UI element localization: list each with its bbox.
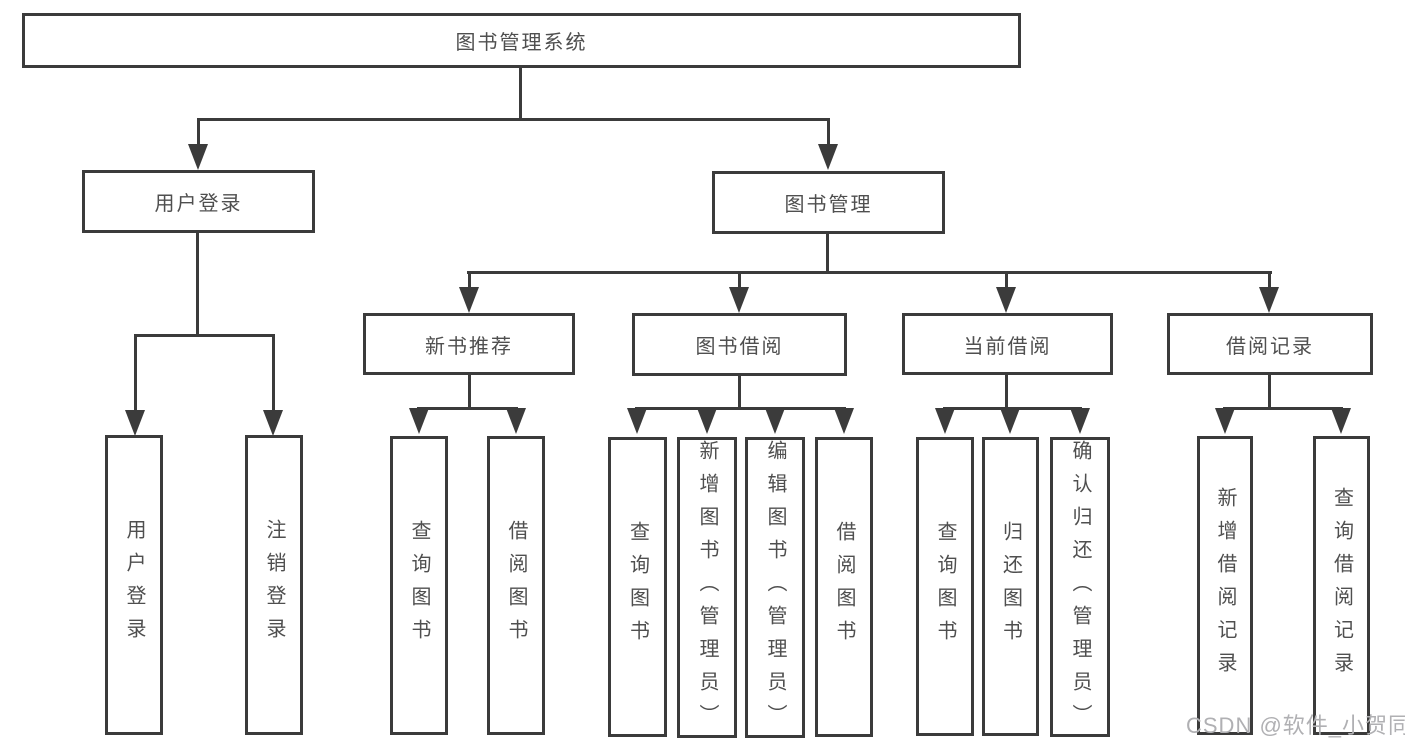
- edge-level1-split: [197, 118, 830, 121]
- arrowhead-bb-edit: [765, 408, 785, 434]
- leaf-logout: 注销登录: [245, 435, 303, 735]
- leaf-br-add-record: 新增借阅记录: [1197, 436, 1253, 735]
- node-borrow-record-label: 借阅记录: [1226, 335, 1314, 358]
- arrowhead-cb-return: [1000, 408, 1020, 434]
- leaf-rec-borrow-books-label: 借阅图书: [505, 519, 527, 652]
- arrowhead-br-add: [1215, 408, 1235, 434]
- leaf-rec-borrow-books: 借阅图书: [487, 436, 545, 735]
- edge-borrow-record-shaft: [1268, 271, 1271, 291]
- arrowhead-rec-borrow: [506, 408, 526, 434]
- edge-bb-split: [635, 407, 846, 410]
- edge-book-mgmt-shaft: [827, 118, 830, 148]
- arrowhead-rec-query: [409, 408, 429, 434]
- arrowhead-book-mgmt: [818, 144, 838, 170]
- edge-new-rec-shaft: [468, 271, 471, 291]
- leaf-bb-edit-books: 编辑图书（管理员）: [745, 437, 805, 738]
- arrowhead-bb-add: [697, 408, 717, 434]
- node-book-mgmt-label: 图书管理: [784, 194, 873, 216]
- edge-user-split: [134, 334, 275, 337]
- leaf-cb-confirm-return: 确认归还（管理员）: [1050, 437, 1110, 737]
- leaf-cb-query-books: 查询图书: [916, 437, 974, 736]
- leaf-bb-add-books: 新增图书（管理员）: [677, 437, 737, 738]
- edge-user-stem: [196, 231, 199, 337]
- arrowhead-book-borrow: [729, 287, 749, 313]
- leaf-user-login-label: 用户登录: [123, 519, 145, 651]
- arrowhead-current-borrow: [996, 287, 1016, 313]
- edge-rec-stem: [468, 373, 471, 410]
- node-book-borrow-label: 图书借阅: [695, 336, 784, 358]
- node-user-login-label: 用户登录: [154, 193, 243, 215]
- leaf-bb-add-books-label: 新增图书（管理员）: [696, 440, 718, 737]
- edge-leaf-user-login-shaft: [134, 334, 137, 412]
- leaf-br-query-record: 查询借阅记录: [1313, 436, 1370, 735]
- node-book-borrow: 图书借阅: [632, 313, 847, 376]
- leaf-bb-query-books-label: 查询图书: [626, 521, 649, 653]
- edge-root-stem: [519, 66, 522, 120]
- edge-br-stem: [1268, 373, 1271, 410]
- node-current-borrow: 当前借阅: [902, 313, 1113, 375]
- leaf-rec-query-books-label: 查询图书: [408, 519, 430, 652]
- csdn-watermark: CSDN @软件_小贺同学: [1186, 713, 1405, 738]
- edge-current-borrow-shaft: [1005, 271, 1008, 291]
- leaf-br-add-record-label: 新增借阅记录: [1214, 486, 1236, 685]
- arrowhead-br-query: [1331, 408, 1351, 434]
- arrowhead-user-login: [188, 144, 208, 170]
- node-library-system: 图书管理系统: [22, 13, 1021, 68]
- leaf-bb-edit-books-label: 编辑图书（管理员）: [764, 440, 786, 737]
- node-library-system-label: 图书管理系统: [455, 32, 588, 54]
- leaf-user-login: 用户登录: [105, 435, 163, 735]
- edge-br-split: [1223, 407, 1343, 410]
- leaf-bb-query-books: 查询图书: [608, 437, 667, 737]
- arrowhead-bb-query: [627, 408, 647, 434]
- leaf-bb-borrow-books-label: 借阅图书: [833, 521, 855, 653]
- arrowhead-leaf-user-login: [125, 410, 145, 436]
- edge-rec-split: [417, 407, 518, 410]
- arrowhead-leaf-logout: [263, 410, 283, 436]
- arrowhead-cb-confirm: [1070, 408, 1090, 434]
- node-user-login: 用户登录: [82, 170, 315, 233]
- leaf-cb-confirm-return-label: 确认归还（管理员）: [1069, 440, 1091, 737]
- edge-level2-split: [467, 271, 1272, 274]
- node-book-mgmt: 图书管理: [712, 171, 945, 234]
- leaf-cb-return-books-label: 归还图书: [999, 520, 1022, 653]
- arrowhead-borrow-record: [1259, 287, 1279, 313]
- node-new-book-rec: 新书推荐: [363, 313, 575, 375]
- leaf-bb-borrow-books: 借阅图书: [815, 437, 873, 737]
- edge-leaf-logout-shaft: [272, 334, 275, 412]
- leaf-rec-query-books: 查询图书: [390, 436, 448, 735]
- leaf-br-query-record-label: 查询借阅记录: [1330, 486, 1353, 685]
- node-current-borrow-label: 当前借阅: [963, 335, 1052, 358]
- node-new-book-rec-label: 新书推荐: [425, 335, 513, 358]
- leaf-cb-query-books-label: 查询图书: [934, 520, 956, 653]
- edge-mgmt-stem: [826, 232, 829, 274]
- leaf-logout-label: 注销登录: [263, 519, 285, 651]
- edge-bb-stem: [738, 374, 741, 410]
- edge-user-login-shaft: [197, 118, 200, 148]
- arrowhead-new-rec: [459, 287, 479, 313]
- leaf-cb-return-books: 归还图书: [982, 437, 1039, 736]
- arrowhead-cb-query: [935, 408, 955, 434]
- node-borrow-record: 借阅记录: [1167, 313, 1373, 375]
- edge-book-borrow-shaft: [738, 271, 741, 291]
- edge-cb-stem: [1005, 373, 1008, 410]
- arrowhead-bb-borrow: [834, 408, 854, 434]
